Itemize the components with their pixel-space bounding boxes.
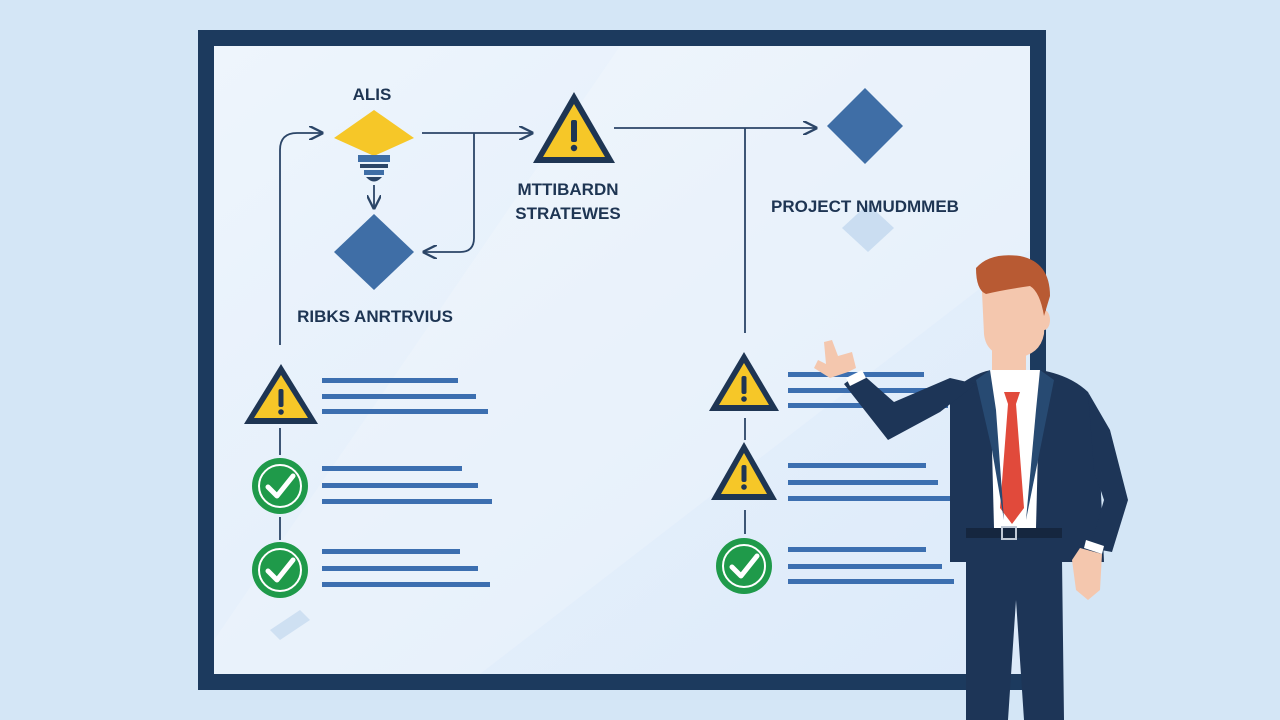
bulb-icon (334, 110, 414, 182)
text-lines (322, 549, 490, 587)
presenter-person (814, 255, 1128, 720)
check-circle-icon (716, 538, 772, 594)
lapel-right (1026, 370, 1054, 520)
arrow-loop-left (279, 133, 322, 345)
arm-down (1088, 392, 1128, 552)
lapel-left (976, 370, 1004, 520)
tie (1000, 392, 1024, 524)
warning-triangle-icon (533, 92, 615, 163)
connectors (279, 128, 816, 540)
check-circle-icon (252, 458, 308, 514)
project-label: PROJECT NMUDMMEB (771, 197, 959, 216)
trousers (966, 560, 1064, 720)
text-lines (322, 378, 488, 414)
cuff-right (1084, 540, 1104, 554)
diamond-icon (334, 214, 414, 290)
text-lines (788, 463, 950, 501)
belt (966, 528, 1062, 538)
hand-right (1072, 548, 1102, 600)
right-checklist (709, 352, 954, 594)
warning-triangle-icon (711, 442, 777, 500)
mitigation-label-line2: STRATEWES (515, 204, 620, 223)
whiteboard (198, 30, 1046, 690)
text-lines (322, 466, 492, 504)
check-circle-icon (252, 542, 308, 598)
mitigation-label-line1: MTTIBARDN (517, 180, 618, 199)
diamond-ghost-icon (842, 204, 894, 252)
alis-label: ALIS (353, 85, 392, 104)
cuff (846, 370, 866, 386)
belt-buckle (1001, 526, 1017, 540)
risks-label: RIBKS ANRTRVIUS (297, 307, 453, 326)
collar (990, 370, 1040, 408)
warning-triangle-icon (709, 352, 779, 411)
alis-node: ALIS (334, 85, 414, 182)
hand-pointing (814, 340, 856, 378)
faint-shape (270, 610, 310, 640)
diamond-icon (827, 88, 903, 164)
warning-triangle-icon (244, 364, 318, 424)
arm-raised (844, 372, 976, 440)
left-checklist (244, 364, 492, 640)
text-lines (788, 547, 954, 584)
hair (976, 255, 1050, 316)
arrow-back-to-diamond (424, 133, 475, 252)
board-glare (214, 46, 1030, 674)
